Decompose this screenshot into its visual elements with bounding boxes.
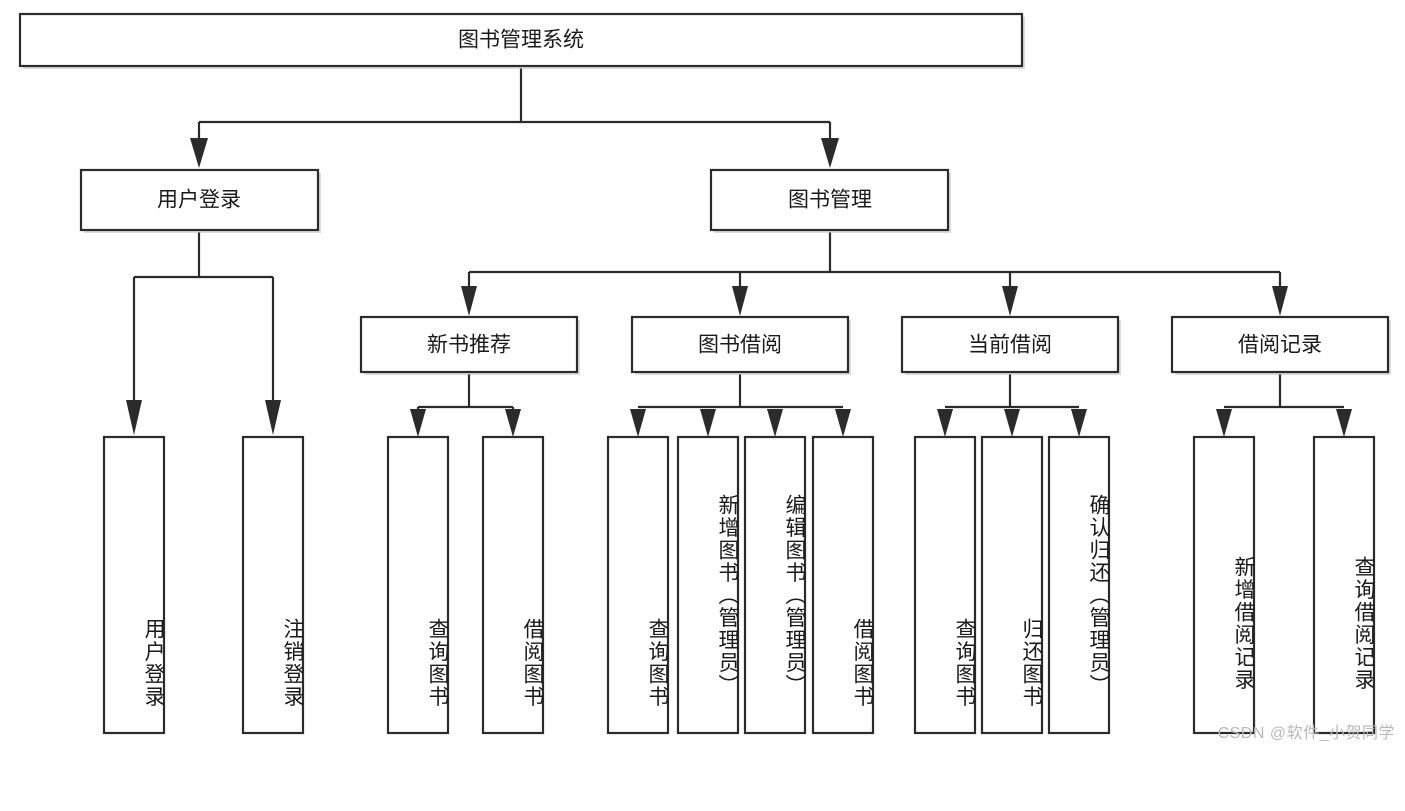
node-user-login[interactable]: 用户登录 <box>79 168 321 233</box>
leaf-box-query-book-cb[interactable] <box>913 435 977 735</box>
arrow-head-br-leaf2 <box>1336 409 1352 437</box>
arrow-head-br-leaf1 <box>1216 409 1232 437</box>
leaf-box-user-login[interactable] <box>102 435 166 735</box>
connectors-user-login-to-leaves <box>126 232 281 435</box>
node-book-management[interactable]: 图书管理 <box>709 168 951 233</box>
arrow-head-nbr-leaf2 <box>505 409 521 437</box>
connectors-book-borrow-to-leaves <box>630 374 851 437</box>
arrow-head-cb-leaf1 <box>937 409 953 437</box>
book-management-box <box>709 168 950 232</box>
tree-diagram-canvas: 图书管理系统 用户登录 图书管理 新书推荐 图书借阅 当前借阅 <box>18 12 1391 735</box>
node-current-borrowing[interactable]: 当前借阅 <box>900 315 1121 375</box>
arrow-head-nbr-leaf1 <box>410 409 426 437</box>
user-login-label: 用户登录 <box>157 189 241 212</box>
current-borrowing-box <box>900 315 1120 374</box>
root-label: 图书管理系统 <box>458 29 584 52</box>
arrow-head-bb-leaf2 <box>700 409 716 437</box>
leaf-box-edit-book-admin[interactable] <box>743 435 807 735</box>
connectors-borrow-record-to-leaves <box>1216 374 1352 437</box>
leaf-box-borrow-book-nbr[interactable] <box>481 435 545 735</box>
leaf-box-query-book-nbr[interactable] <box>386 435 450 735</box>
leaf-box-add-borrow-record[interactable] <box>1192 435 1256 735</box>
connectors-new-book-rec-to-leaves <box>410 374 521 437</box>
arrow-head-book-borrow <box>732 286 748 316</box>
node-book-borrowing[interactable]: 图书借阅 <box>630 315 851 375</box>
leaf-box-add-book-admin[interactable] <box>676 435 740 735</box>
connectors-root-to-level2 <box>190 68 839 168</box>
arrow-head-new-book-rec <box>461 286 477 316</box>
arrow-head-cb-leaf3 <box>1071 409 1087 437</box>
arrow-head-current-borrow <box>1002 286 1018 316</box>
borrowing-record-box <box>1170 315 1390 374</box>
connectors-book-manage-to-level3 <box>461 232 1288 316</box>
arrow-head-cb-leaf2 <box>1004 409 1020 437</box>
arrow-head-book-manage <box>821 138 839 168</box>
leaf-box-logout[interactable] <box>241 435 305 735</box>
book-borrowing-box <box>630 315 850 374</box>
node-new-book-recommendation[interactable]: 新书推荐 <box>359 315 580 375</box>
user-login-box <box>79 168 320 232</box>
current-borrowing-label: 当前借阅 <box>968 334 1052 357</box>
node-borrowing-record[interactable]: 借阅记录 <box>1170 315 1391 375</box>
borrowing-record-label: 借阅记录 <box>1238 334 1322 357</box>
book-management-label: 图书管理 <box>788 189 872 212</box>
arrow-head-borrow-record <box>1272 286 1288 316</box>
leaf-box-confirm-return-admin[interactable] <box>1047 435 1111 735</box>
new-book-rec-box <box>359 315 579 374</box>
arrow-head-bb-leaf4 <box>835 409 851 437</box>
new-book-rec-label: 新书推荐 <box>427 334 511 357</box>
root-box <box>18 12 1024 68</box>
connectors-current-borrow-to-leaves <box>937 374 1087 437</box>
leaf-boxes <box>102 435 1376 735</box>
leaf-box-query-book-bb[interactable] <box>606 435 670 735</box>
node-root-book-management-system[interactable]: 图书管理系统 <box>18 12 1025 69</box>
book-management-system-tree-diagram: 图书管理系统 用户登录 图书管理 新书推荐 图书借阅 当前借阅 <box>18 12 1395 742</box>
book-borrowing-label: 图书借阅 <box>698 334 782 357</box>
arrow-head-leaf-user-login <box>126 400 142 435</box>
arrow-head-bb-leaf3 <box>767 409 783 437</box>
arrow-head-leaf-logout <box>265 400 281 435</box>
csdn-watermark: CSDN @软件_小贺同学 <box>1217 725 1395 742</box>
arrow-head-user-login <box>190 138 208 168</box>
arrow-head-bb-leaf1 <box>630 409 646 437</box>
leaf-box-return-book[interactable] <box>980 435 1044 735</box>
leaf-box-query-borrow-record[interactable] <box>1312 435 1376 735</box>
leaf-box-borrow-book-bb[interactable] <box>811 435 875 735</box>
